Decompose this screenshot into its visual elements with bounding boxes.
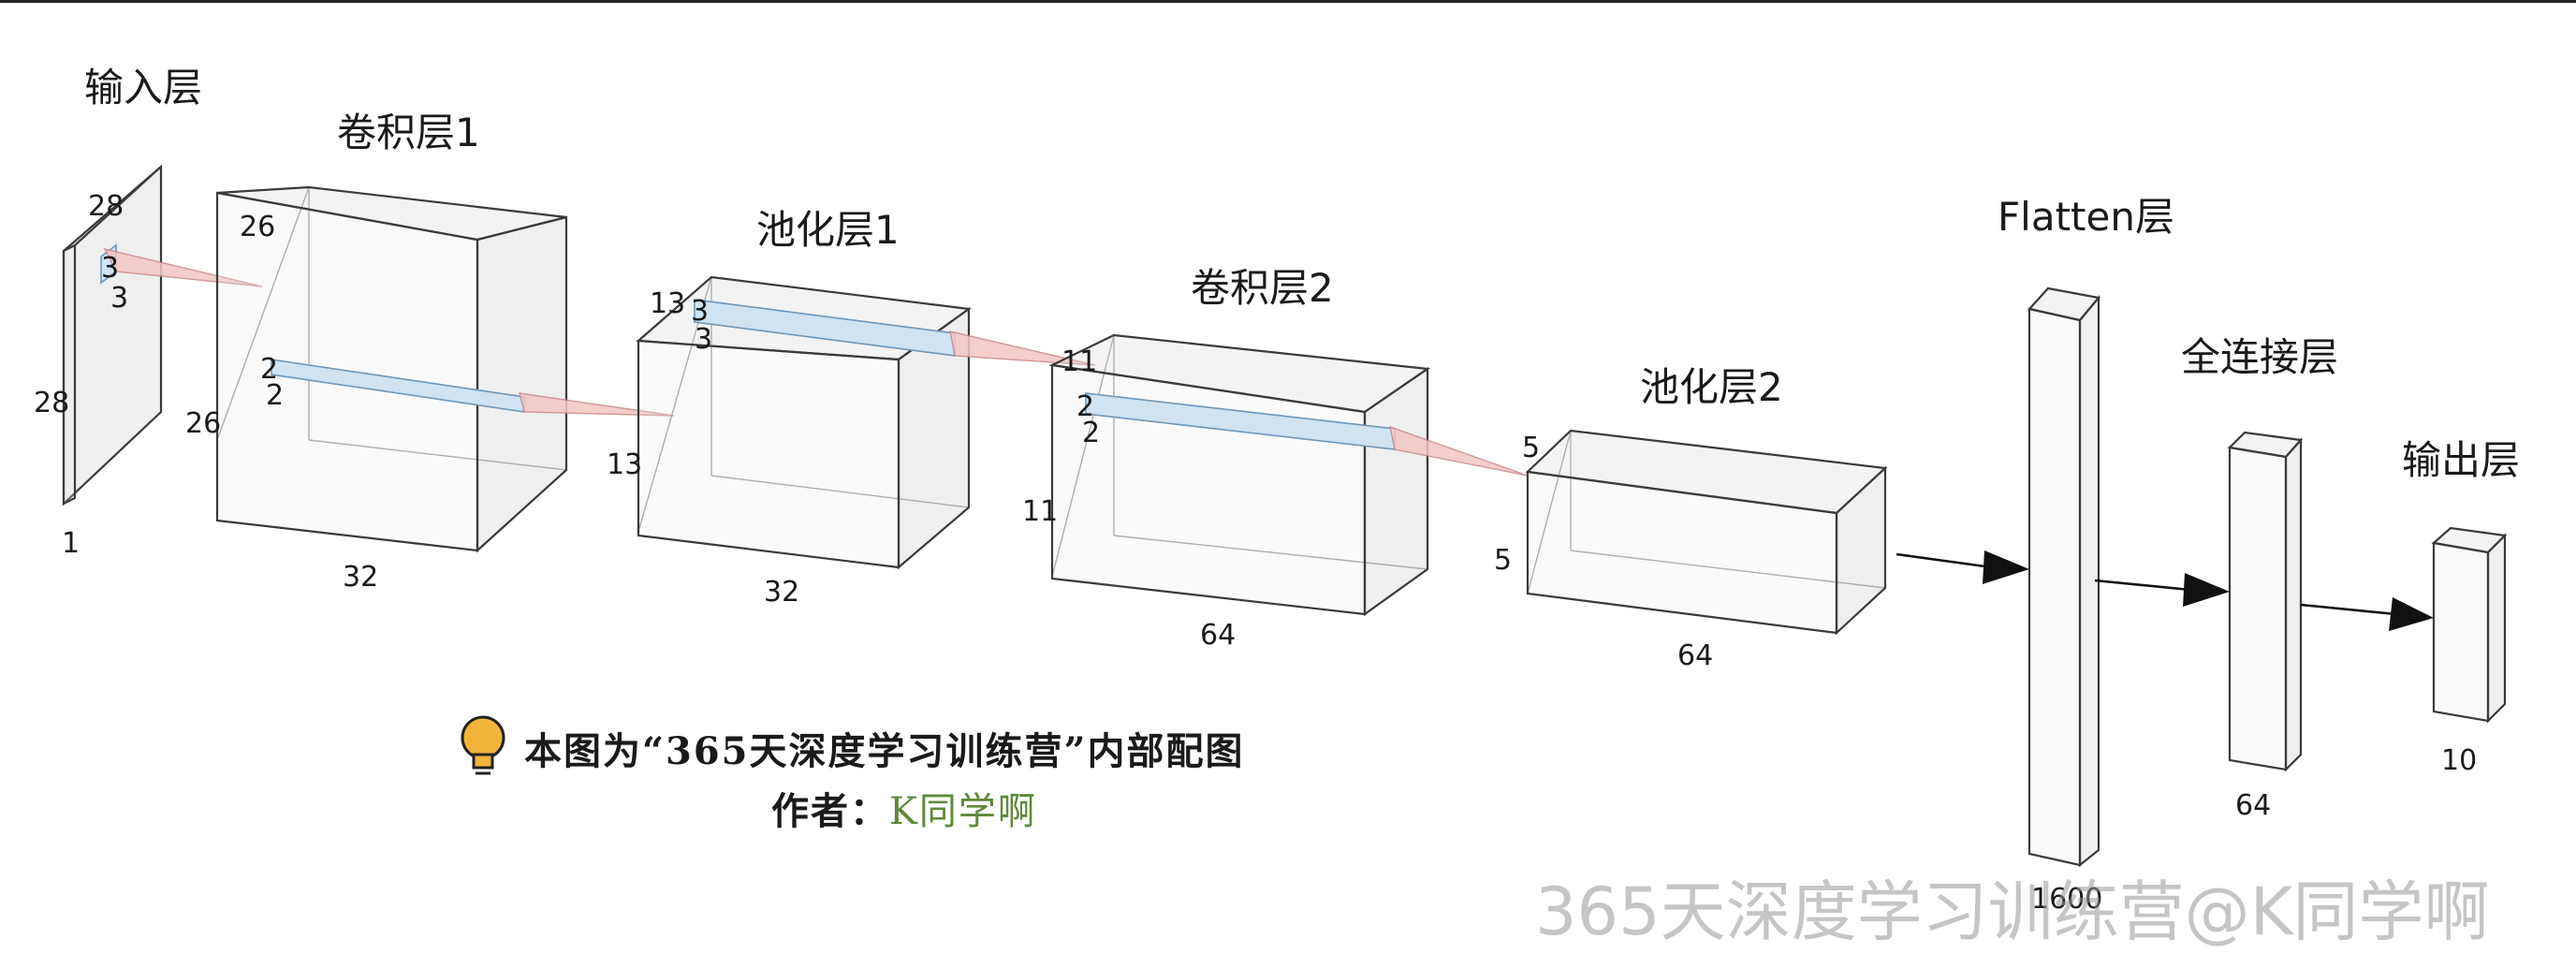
lightbulb-icon	[461, 715, 505, 775]
conv1-side-face	[476, 215, 568, 553]
input-dim-height: 28	[88, 190, 124, 223]
pool2-layer	[1525, 429, 1888, 636]
flatten-dim: 1600	[2031, 883, 2102, 916]
output-front-face	[2432, 541, 2490, 723]
note-line-2: 作者：K同学啊	[771, 781, 1037, 835]
dense-dim: 64	[2235, 789, 2271, 822]
dense-layer	[2227, 431, 2304, 772]
arrowhead-1	[1983, 550, 2029, 584]
input-dim-depth: 1	[62, 527, 80, 560]
title-pool1: 池化层1	[756, 207, 900, 253]
top-border-line	[0, 0, 2576, 3]
pool2-dim-depth: 64	[1677, 639, 1713, 672]
dense-side-face	[2284, 437, 2303, 772]
kernel-cone-4	[1389, 425, 1529, 477]
kernel-cone-1	[103, 247, 263, 287]
conv1-kernel-w: 2	[266, 379, 284, 412]
conv2-side-face	[1363, 366, 1429, 617]
conv2-dim-width: 11	[1022, 495, 1058, 528]
conv1-kernel-h: 2	[260, 353, 278, 386]
watermark-text: 365天深度学习训练营@K同学啊	[1535, 873, 2490, 950]
conv2-dim-depth: 64	[1200, 619, 1236, 652]
output-layer	[2431, 526, 2508, 724]
flatten-layer	[2027, 286, 2101, 868]
conv1-dim-width: 26	[185, 407, 221, 440]
title-flatten: Flatten层	[1998, 194, 2174, 240]
author-name: K同学啊	[889, 790, 1037, 833]
title-conv2: 卷积层2	[1191, 265, 1334, 311]
conv2-kernel-w: 2	[1082, 417, 1100, 449]
flatten-front-face	[2027, 307, 2082, 867]
title-input: 输入层	[84, 65, 202, 110]
kernel-cone-2	[519, 392, 675, 417]
pool2-front-face	[1526, 470, 1838, 635]
conv1-dim-depth: 32	[343, 561, 378, 594]
pool1-dim-depth: 32	[764, 576, 799, 609]
dense-front-face	[2228, 446, 2288, 771]
input-layer	[62, 164, 163, 506]
input-kernel-w: 3	[110, 282, 128, 315]
pool2-dim-width: 5	[1494, 544, 1512, 577]
pool1-kernel-w: 3	[695, 323, 712, 356]
title-conv1: 卷积层1	[337, 110, 480, 155]
conv2-kernel-h: 2	[1076, 390, 1094, 423]
pool1-kernel-h: 3	[691, 295, 709, 328]
note-line-1: 本图为“365天深度学习训练营”内部配图	[524, 729, 1245, 773]
input-plate-front	[62, 243, 77, 506]
conv2-layer	[1048, 333, 1431, 617]
pool1-dim-height: 13	[650, 287, 685, 320]
output-side-face	[2486, 533, 2507, 724]
input-kernel-h: 3	[101, 252, 119, 285]
arrowhead-3	[2389, 597, 2434, 631]
title-dense: 全连接层	[2181, 334, 2338, 380]
kernel-cone-3	[949, 330, 1096, 366]
arrow-dense-output	[2300, 603, 2397, 616]
pool1-layer	[636, 275, 972, 570]
output-dim: 10	[2441, 744, 2477, 777]
conv1-layer	[215, 185, 568, 553]
conv1-dim-height: 26	[240, 211, 275, 243]
arrowhead-2	[2183, 573, 2230, 607]
title-output: 输出层	[2402, 437, 2520, 483]
conv2-dim-height: 11	[1061, 345, 1097, 378]
title-pool2: 池化层2	[1640, 364, 1783, 410]
input-dim-width: 28	[34, 387, 69, 419]
arrow-pool2-flatten	[1895, 552, 1993, 569]
pool2-dim-height: 5	[1522, 432, 1540, 464]
pool1-dim-width: 13	[607, 448, 642, 481]
flow-arrows	[1895, 550, 2434, 631]
author-prefix: 作者：	[771, 789, 889, 833]
pool1-front-face	[637, 339, 900, 569]
arrow-flatten-dense	[2094, 579, 2191, 592]
